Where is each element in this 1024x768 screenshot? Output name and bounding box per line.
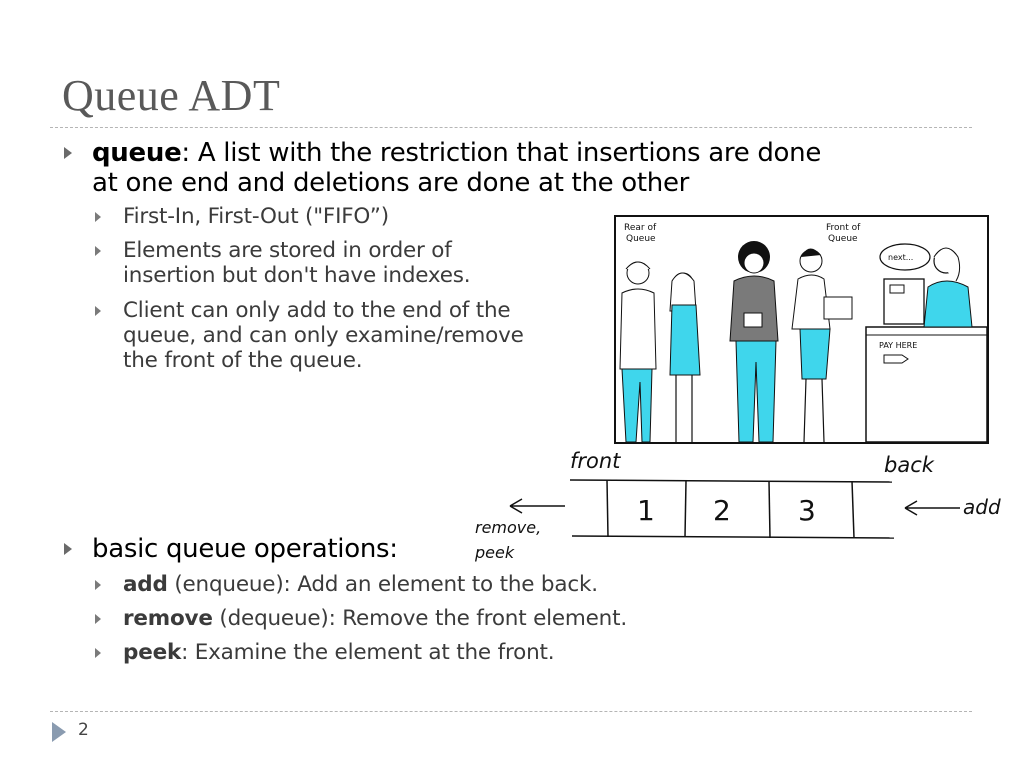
footer-arrow-icon xyxy=(52,722,66,742)
add-label: add xyxy=(963,495,1001,519)
fifo-item: First-In, First-Out ("FIFO”) xyxy=(123,204,389,229)
remove-label: remove, xyxy=(475,518,541,537)
op-peek: peek: Examine the element at the front. xyxy=(123,640,555,665)
front-label-1: Front of xyxy=(826,223,861,233)
op-remove-desc: (dequeue): Remove the front element. xyxy=(212,606,627,631)
op-peek-term: peek xyxy=(123,640,182,665)
pointing-hand-icon xyxy=(883,354,909,364)
queue-cell-1: 1 xyxy=(637,494,655,527)
title-divider xyxy=(50,127,972,128)
bullet-arrow-icon xyxy=(64,543,72,555)
queue-def-line1: : A list with the restriction that inser… xyxy=(181,138,822,168)
remove-arrow-icon xyxy=(509,498,565,514)
op-peek-desc: : Examine the element at the front. xyxy=(181,640,555,665)
sub-bullet-arrow-icon xyxy=(95,306,101,316)
slide-title: Queue ADT xyxy=(62,71,281,120)
customer-rear-figure xyxy=(619,288,657,370)
queue-term: queue xyxy=(92,138,182,168)
client-item-line1: Client can only add to the end of the xyxy=(123,298,511,323)
queue-def-line2: at one end and deletions are done at the… xyxy=(92,168,690,198)
cashier-figure xyxy=(923,280,973,328)
queue-cell-2: 2 xyxy=(713,494,731,527)
client-item-line3: the front of the queue. xyxy=(123,348,363,373)
peek-label: peek xyxy=(474,543,515,562)
sub-bullet-arrow-icon xyxy=(95,648,101,658)
counter xyxy=(865,326,987,442)
front-label: front xyxy=(570,449,621,473)
rear-label-1: Rear of xyxy=(624,223,657,233)
bullet-arrow-icon xyxy=(64,147,72,159)
customer-second-figure xyxy=(669,304,701,376)
queue-array-diagram: front back 1 2 3 remove, peek add xyxy=(474,449,1001,562)
sub-bullet-arrow-icon xyxy=(95,212,101,222)
op-remove: remove (dequeue): Remove the front eleme… xyxy=(123,606,627,631)
sub-bullet-arrow-icon xyxy=(95,580,101,590)
order-item: Elements are stored in order of insertio… xyxy=(123,238,471,288)
add-arrow-icon xyxy=(904,500,960,516)
queue-cell-3: 3 xyxy=(798,494,816,527)
sub-bullet-arrow-icon xyxy=(95,614,101,624)
back-label: back xyxy=(884,453,935,477)
op-remove-term: remove xyxy=(123,606,213,631)
footer-divider xyxy=(50,711,972,712)
op-add: add (enqueue): Add an element to the bac… xyxy=(123,572,598,597)
pay-here-sign: PAY HERE xyxy=(879,341,917,350)
front-label-2: Queue xyxy=(828,234,858,244)
op-add-term: add xyxy=(123,572,168,597)
client-item: Client can only add to the end of the qu… xyxy=(123,298,524,373)
rear-label-2: Queue xyxy=(626,234,656,244)
order-item-line1: Elements are stored in order of xyxy=(123,238,452,263)
ops-heading: basic queue operations: xyxy=(92,534,398,564)
queue-line-illustration: Rear of Queue Front of Queue next... PAY… xyxy=(614,215,989,444)
sub-bullet-arrow-icon xyxy=(95,246,101,256)
queue-definition: queue: A list with the restriction that … xyxy=(92,138,821,198)
speech-bubble xyxy=(879,243,931,271)
client-item-line2: queue, and can only examine/remove xyxy=(123,323,524,348)
customer-front-figure xyxy=(791,274,831,330)
op-add-desc: (enqueue): Add an element to the back. xyxy=(167,572,598,597)
page-number: 2 xyxy=(78,720,89,740)
order-item-line2: insertion but don't have indexes. xyxy=(123,263,471,288)
speech-text: next... xyxy=(888,253,913,262)
customer-middle-figure xyxy=(729,275,779,342)
